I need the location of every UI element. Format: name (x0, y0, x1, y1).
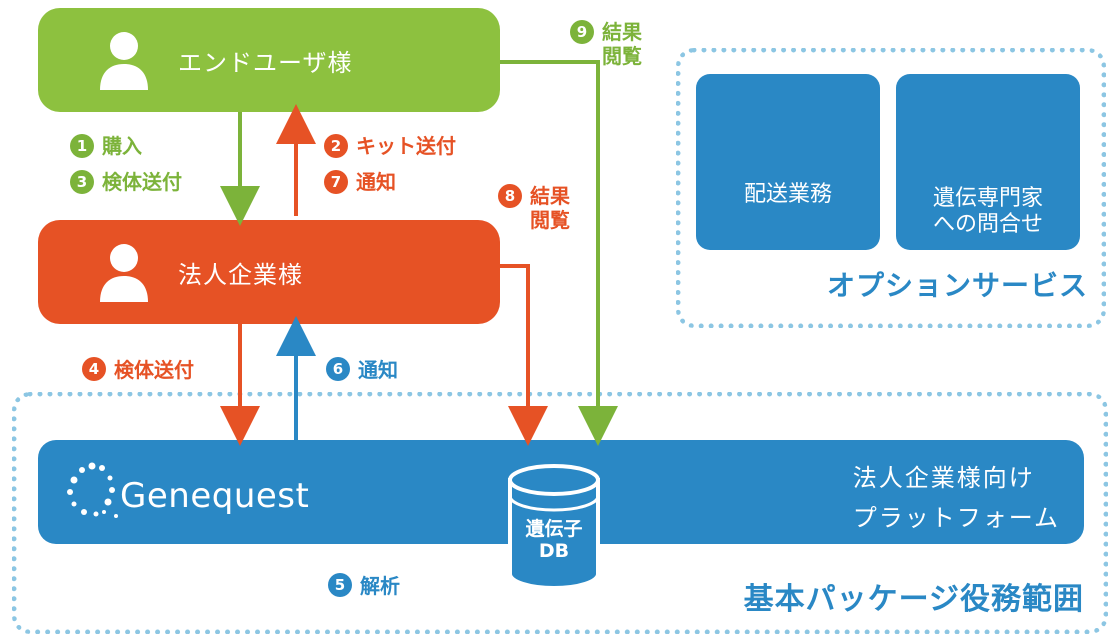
db-line2: DB (538, 540, 570, 562)
step-label: 結果 (530, 184, 570, 208)
steps-2-7: 2 キット送付 7 通知 (324, 134, 456, 194)
step-number: 9 (570, 20, 594, 44)
step-label: キット送付 (356, 134, 456, 158)
step-label: 購入 (102, 134, 142, 158)
step-number: 5 (328, 572, 352, 597)
option-services-frame (676, 48, 1106, 328)
step-number: 1 (70, 134, 94, 158)
step-number: 8 (498, 184, 522, 208)
step-number: 6 (326, 356, 350, 381)
person-icon (100, 32, 148, 90)
step-number: 7 (324, 170, 348, 194)
step-label: 通知 (356, 170, 396, 194)
expert-consult-tile: 遺伝専門家 への問合せ (896, 74, 1080, 250)
genequest-brand: Genequest (120, 476, 310, 516)
step-label: 結果 (602, 20, 642, 44)
db-line1: 遺伝子 (525, 518, 583, 540)
step-label: 検体送付 (114, 358, 194, 382)
step-label: 閲覧 (602, 44, 642, 68)
step-6: 6 通知 (326, 354, 398, 383)
genequest-logo-icon (67, 462, 118, 518)
end-user-label: エンドユーザ様 (178, 48, 353, 77)
corporate-label: 法人企業様 (178, 260, 303, 289)
step-number: 3 (70, 170, 94, 194)
delivery-label: 配送業務 (743, 182, 832, 207)
expert-label-line1: 遺伝専門家 (932, 186, 1043, 211)
step-8: 8 結果 閲覧 (498, 184, 570, 232)
step-label: 閲覧 (530, 208, 570, 232)
end-user-box: エンドユーザ様 (38, 8, 500, 112)
arrow-result-corp (500, 264, 548, 446)
delivery-service-tile: 配送業務 (696, 74, 880, 250)
steps-1-3: 1 購入 3 検体送付 (70, 134, 182, 194)
basic-package-title: 基本パッケージ役務範囲 (743, 582, 1084, 617)
step-label: 解析 (360, 574, 400, 598)
step-number: 2 (324, 134, 348, 158)
step-label: 通知 (358, 358, 398, 382)
step-5: 5 解析 (328, 570, 400, 599)
gene-db-label: 遺伝子 DB (510, 518, 598, 562)
arrow-result-user (500, 60, 618, 446)
step-4: 4 検体送付 (82, 354, 194, 383)
platform-description: 法人企業様向け プラットフォーム (853, 458, 1060, 538)
step-9: 9 結果 閲覧 (570, 20, 642, 68)
basic-package-frame (12, 392, 1108, 634)
platform-desc-line1: 法人企業様向け (852, 464, 1035, 492)
step-number: 4 (82, 356, 106, 381)
database-icon (508, 464, 600, 590)
platform-desc-line2: プラットフォーム (852, 504, 1060, 532)
corporate-box: 法人企業様 (38, 220, 500, 324)
step-label: 検体送付 (102, 170, 182, 194)
option-services-title: オプションサービス (826, 269, 1088, 302)
expert-label-line2: への問合せ (932, 212, 1043, 237)
person-icon (100, 244, 148, 302)
